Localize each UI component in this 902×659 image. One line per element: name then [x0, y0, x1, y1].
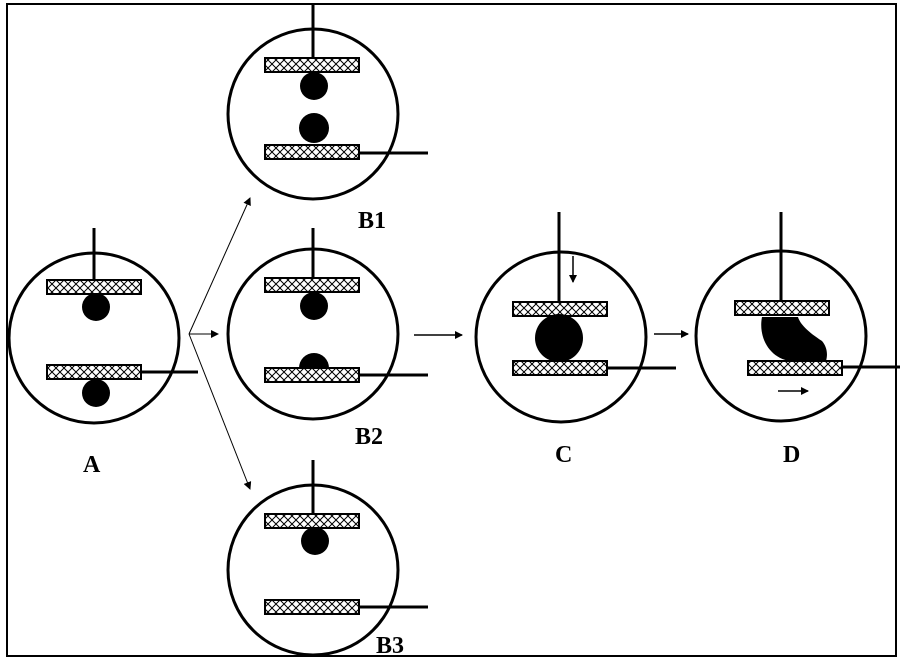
- stage-b2: B2: [226, 228, 428, 450]
- stage-c-droplet: [535, 314, 583, 362]
- stage-b1-upper-droplet: [300, 72, 328, 100]
- arrow-a-to-b3: [188, 333, 252, 490]
- stage-b3: B3: [226, 460, 428, 659]
- stage-b1-upper-plate: [264, 57, 360, 73]
- stage-c: C: [474, 212, 676, 468]
- stage-a-upper-plate: [46, 279, 142, 295]
- label-a: A: [83, 452, 101, 478]
- label-b1: B1: [358, 208, 386, 234]
- stage-d-lower-plate: [747, 360, 843, 376]
- stage-b2-lower-droplet: [299, 353, 329, 368]
- stage-c-upper-plate: [512, 301, 608, 317]
- stage-a: A: [7, 228, 198, 478]
- stage-b3-upper-droplet: [301, 527, 329, 555]
- arrow-a-to-b1: [188, 197, 251, 335]
- stage-b2-lower-plate: [264, 367, 360, 383]
- stage-d-deformed-droplet: [761, 317, 827, 361]
- stage-b1-lower-plate: [264, 144, 360, 160]
- label-b2: B2: [355, 424, 383, 450]
- stage-b2-upper-plate: [264, 277, 360, 293]
- stage-d: D: [694, 212, 900, 468]
- stage-d-upper-plate: [734, 300, 830, 316]
- stage-a-lower-plate: [46, 364, 142, 380]
- stage-a-lower-droplet: [82, 379, 110, 407]
- stage-b1: B1: [226, 4, 428, 234]
- stage-b3-upper-plate: [264, 513, 360, 529]
- stage-c-lower-plate: [512, 360, 608, 376]
- label-b3: B3: [376, 633, 404, 659]
- label-c: C: [555, 442, 572, 468]
- stage-b2-upper-droplet: [300, 292, 328, 320]
- outer-frame: [6, 3, 897, 657]
- stage-a-upper-droplet: [82, 293, 110, 321]
- stage-b3-lower-plate: [264, 599, 360, 615]
- stage-b1-lower-droplet: [299, 113, 329, 143]
- label-d: D: [783, 442, 800, 468]
